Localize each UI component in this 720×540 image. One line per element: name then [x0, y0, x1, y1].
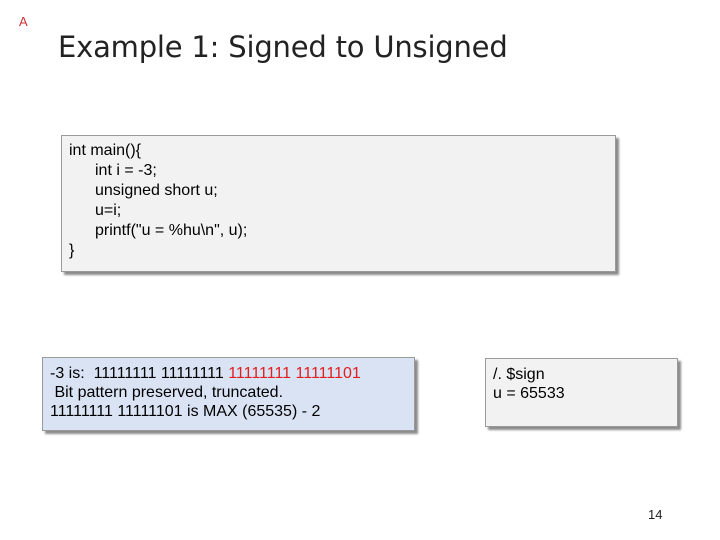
output-box: /. $sign u = 65533 [485, 358, 678, 427]
slide-title: Example 1: Signed to Unsigned [58, 30, 508, 64]
explanation-line-note: Bit pattern preserved, truncated. [50, 384, 284, 401]
bits-highlight: 11111111 11111101 [228, 365, 361, 382]
bits-prefix: -3 is: 11111111 11111111 [50, 365, 229, 382]
explanation-line-bits: -3 is: 11111111 11111111 11111111 111111… [50, 364, 414, 383]
code-line: printf("u = %hu\n", u); [95, 222, 248, 239]
code-line: } [69, 242, 75, 259]
page-number: 14 [648, 507, 663, 522]
output-line: u = 65533 [493, 385, 565, 402]
explanation-line-max: 11111111 11111101 is MAX (65535) - 2 [50, 403, 321, 420]
output-line: /. $sign [493, 366, 545, 383]
code-line: unsigned short u; [95, 182, 218, 199]
code-block: int main(){ int i = -3; unsigned short u… [61, 135, 616, 272]
explanation-box: -3 is: 11111111 11111111 11111111 111111… [42, 357, 415, 431]
code-line: int i = -3; [95, 162, 157, 179]
corner-mark: A [19, 14, 28, 29]
code-line: int main(){ [69, 142, 142, 159]
code-line: u=i; [95, 202, 122, 219]
